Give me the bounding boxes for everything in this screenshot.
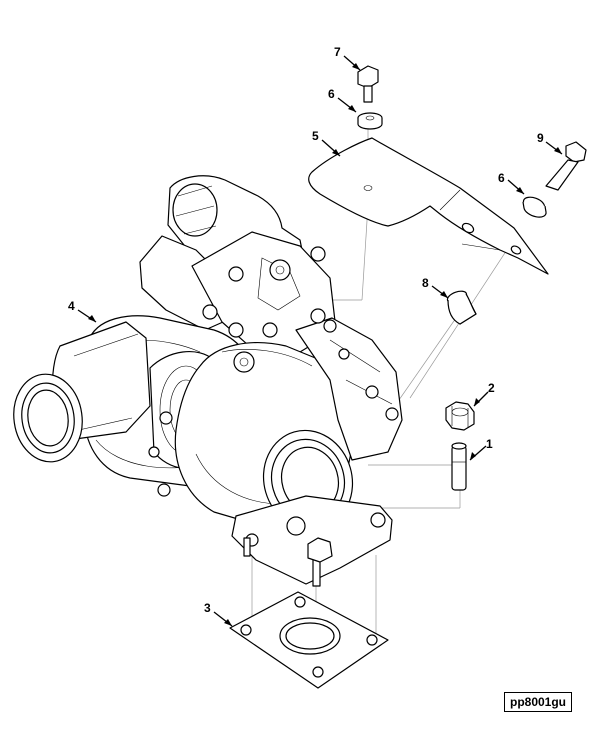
callout-arrows [77,55,563,627]
stud-1 [451,442,467,491]
callout-1: 1 [486,437,493,451]
housing-bolts [148,246,399,497]
heat-shield [308,137,549,275]
bolt-7 [357,65,379,103]
callout-6-top: 6 [328,87,335,101]
image-code-label: pp8001gu [504,692,572,712]
callout-7: 7 [334,45,341,59]
callout-5: 5 [312,129,319,143]
callout-2: 2 [488,381,495,395]
turbocharger [13,175,403,587]
callout-3: 3 [204,601,211,615]
washer-6-top [357,112,383,130]
bolt-9 [545,141,587,191]
washer-6-right [522,196,547,218]
nut-2 [445,401,475,431]
callout-9: 9 [537,131,544,145]
gasket-3 [229,591,389,689]
spacer-8 [446,290,477,325]
callout-4: 4 [68,299,75,313]
callout-6-right: 6 [498,171,505,185]
callout-labels: 7 6 5 9 6 8 4 2 1 3 [68,45,544,615]
callout-8: 8 [422,276,429,290]
